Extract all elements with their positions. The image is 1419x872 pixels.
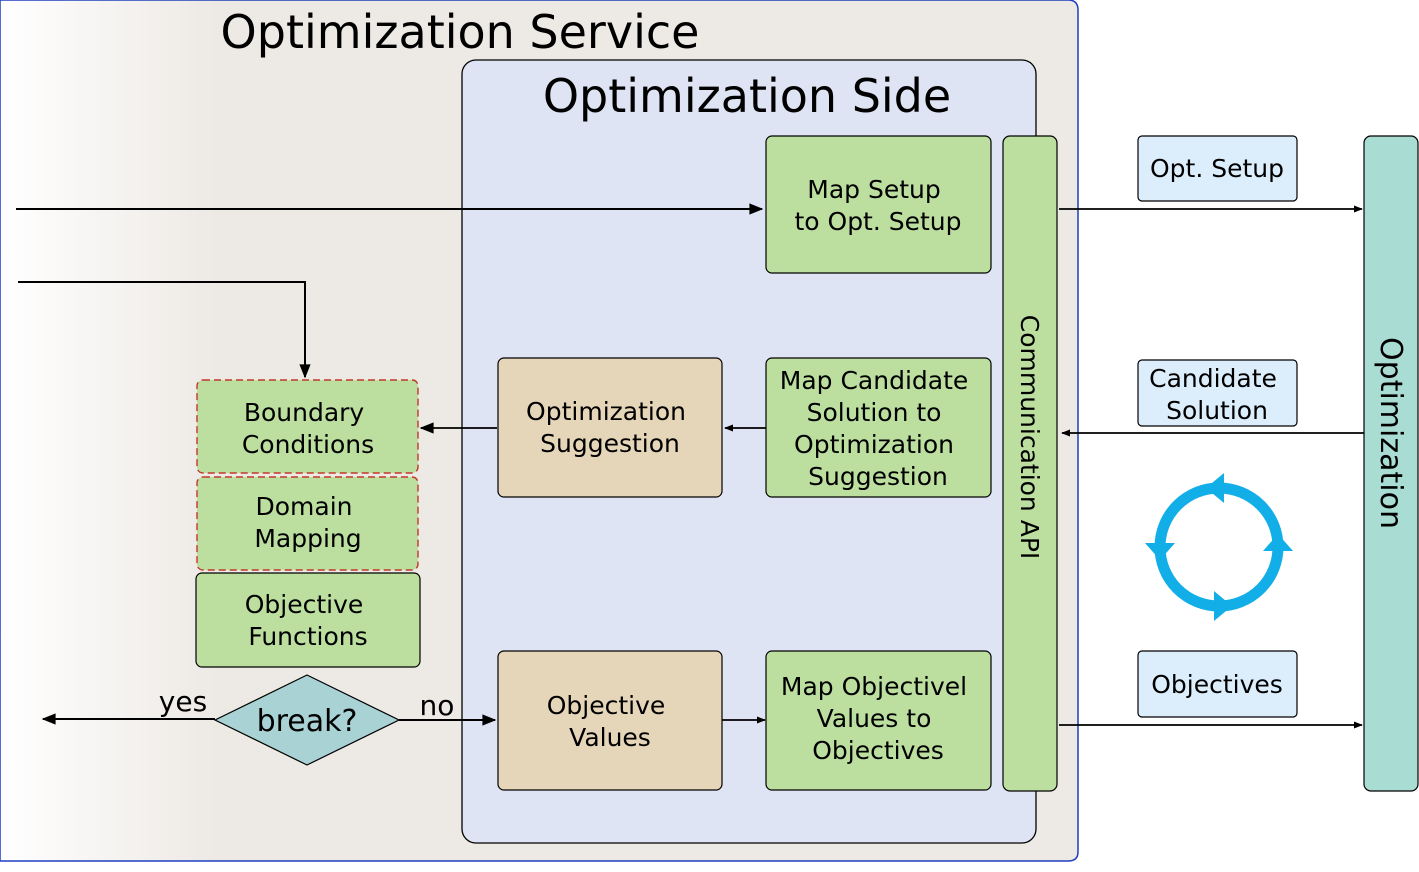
communication-api-bar (1002, 135, 1058, 792)
objective-functions-label: Objective Functions (245, 590, 372, 651)
boundary-conditions-label: Boundary Conditions (242, 398, 374, 459)
optimization-suggestion-label: Optimization Suggestion (526, 397, 694, 458)
map-objective-label: Map Objectivel Values to Objectives (781, 672, 975, 765)
map-candidate-label: Map Candidate Solution to Optimization S… (780, 366, 976, 491)
break-decision-label: break? (257, 704, 358, 739)
optimization-side-title: Optimization Side (543, 69, 951, 123)
map-objective-box (765, 650, 992, 791)
no-label: no (420, 689, 455, 722)
yes-label: yes (159, 685, 207, 718)
objectives-message (1137, 650, 1298, 718)
optimization-suggestion-box (497, 357, 723, 498)
domain-mapping-box (196, 476, 419, 571)
objective-values-label: Objective Values (547, 691, 674, 752)
objective-functions-box (195, 572, 421, 668)
service-title: Optimization Service (221, 5, 700, 59)
candidate-solution-message-label: Candidate Solution (1149, 364, 1285, 425)
opt-setup-message (1137, 135, 1298, 202)
domain-mapping-label: Domain Mapping (254, 492, 361, 553)
opt-setup-message-label: Opt. Setup (1150, 154, 1284, 183)
objectives-message-label: Objectives (1151, 670, 1283, 699)
candidate-solution-message (1137, 359, 1298, 427)
communication-api-label: Communication API (1015, 315, 1044, 560)
optimization-label: Optimization (1373, 337, 1408, 529)
boundary-conditions-box (196, 379, 419, 474)
map-setup-label: Map Setup to Opt. Setup (794, 175, 961, 236)
map-setup-box (765, 135, 992, 274)
cycle-icon (1145, 473, 1293, 621)
optimization-bar (1363, 135, 1419, 792)
objective-values-box (497, 650, 723, 791)
input-arrow-boundary (18, 281, 311, 379)
